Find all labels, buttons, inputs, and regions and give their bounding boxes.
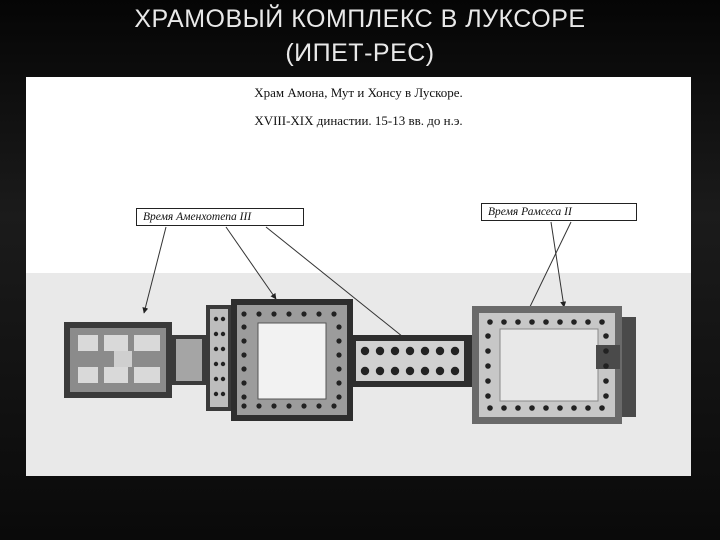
column-dot <box>390 366 400 376</box>
column-dot <box>241 366 247 372</box>
column-dot <box>529 405 535 411</box>
column-dot <box>220 391 226 397</box>
column-dot <box>515 319 521 325</box>
column-dot <box>405 346 415 356</box>
figure-caption-title: Храм Амона, Мут и Хонсу в Лускоре. <box>254 85 463 100</box>
column-dot <box>420 366 430 376</box>
column-dot <box>241 324 247 330</box>
column-dot <box>375 366 385 376</box>
column-dot <box>301 403 307 409</box>
processional-colonnade <box>348 335 472 387</box>
slide-title-line-2: (ИПЕТ-РЕС) <box>285 39 435 67</box>
column-dot <box>271 311 277 317</box>
column-dot <box>213 346 219 352</box>
column-dot <box>360 346 370 356</box>
column-dot <box>286 311 292 317</box>
slide-title: ХРАМОВЫЙ КОМПЛЕКС В ЛУКСОРЕ (ИПЕТ-РЕС) <box>0 2 720 70</box>
column-dot <box>487 405 493 411</box>
arrow-to-sanctuary <box>142 226 167 314</box>
column-dot <box>256 311 262 317</box>
slide-title-line-1: ХРАМОВЫЙ КОМПЛЕКС В ЛУКСОРЕ <box>134 5 586 33</box>
column-dot <box>485 333 491 339</box>
column-dot <box>220 346 226 352</box>
column-dot <box>585 405 591 411</box>
column-dot <box>557 405 563 411</box>
column-dot <box>301 311 307 317</box>
column-dots <box>213 311 609 411</box>
column-dot <box>213 316 219 322</box>
column-dot <box>390 346 400 356</box>
column-dot <box>603 393 609 399</box>
column-dot <box>487 319 493 325</box>
column-dot <box>220 376 226 382</box>
column-dot <box>515 405 521 411</box>
column-dot <box>220 316 226 322</box>
column-dot <box>220 331 226 337</box>
column-dot <box>501 405 507 411</box>
column-dot <box>529 319 535 325</box>
column-dot <box>316 403 322 409</box>
figure-caption-dates: XVIII-XIX династии. 15-13 вв. до н.э. <box>254 113 463 128</box>
column-dot <box>271 403 277 409</box>
column-dot <box>571 319 577 325</box>
column-dot <box>603 348 609 354</box>
column-dot <box>241 338 247 344</box>
column-dot <box>213 376 219 382</box>
column-dot <box>336 352 342 358</box>
column-dot <box>485 363 491 369</box>
column-dot <box>485 378 491 384</box>
column-dot <box>256 403 262 409</box>
column-dot <box>603 378 609 384</box>
column-dot <box>375 346 385 356</box>
sanctuary-block <box>64 322 206 398</box>
column-dot <box>241 394 247 400</box>
column-dot <box>213 361 219 367</box>
label-ramesses-ii: Время Рамсеса II <box>481 203 637 221</box>
column-dot <box>501 319 507 325</box>
column-dot <box>336 338 342 344</box>
column-dot <box>331 311 337 317</box>
column-dot <box>213 331 219 337</box>
column-dot <box>435 346 445 356</box>
column-dot <box>603 363 609 369</box>
column-dot <box>485 393 491 399</box>
column-dot <box>599 319 605 325</box>
column-dot <box>241 380 247 386</box>
column-dot <box>405 366 415 376</box>
column-dot <box>336 394 342 400</box>
column-dot <box>585 319 591 325</box>
label-amenhotep-iii: Время Аменхотепа III <box>136 208 304 226</box>
column-dot <box>213 391 219 397</box>
column-dot <box>599 405 605 411</box>
column-dot <box>450 346 460 356</box>
column-dot <box>603 333 609 339</box>
arrow-to-peristyle-court <box>225 226 277 300</box>
column-dot <box>241 403 247 409</box>
column-dot <box>336 324 342 330</box>
ramesses-court <box>472 306 636 424</box>
arrow-to-ramesses-court <box>550 221 567 308</box>
temple-plan-figure: Храм Амона, Мут и Хонсу в Лускоре. XVIII… <box>26 77 691 476</box>
column-dot <box>450 366 460 376</box>
column-dot <box>241 311 247 317</box>
column-dot <box>241 352 247 358</box>
column-dot <box>316 311 322 317</box>
column-dot <box>331 403 337 409</box>
column-dot <box>286 403 292 409</box>
column-dot <box>571 405 577 411</box>
column-dot <box>543 319 549 325</box>
column-dot <box>485 348 491 354</box>
peristyle-court-amenhotep <box>206 299 353 421</box>
column-dot <box>543 405 549 411</box>
column-dot <box>420 346 430 356</box>
column-dot <box>435 366 445 376</box>
temple-plan-drawing <box>64 221 636 424</box>
column-dot <box>220 361 226 367</box>
column-dot <box>557 319 563 325</box>
column-dot <box>336 366 342 372</box>
column-dot <box>336 380 342 386</box>
column-dot <box>360 366 370 376</box>
